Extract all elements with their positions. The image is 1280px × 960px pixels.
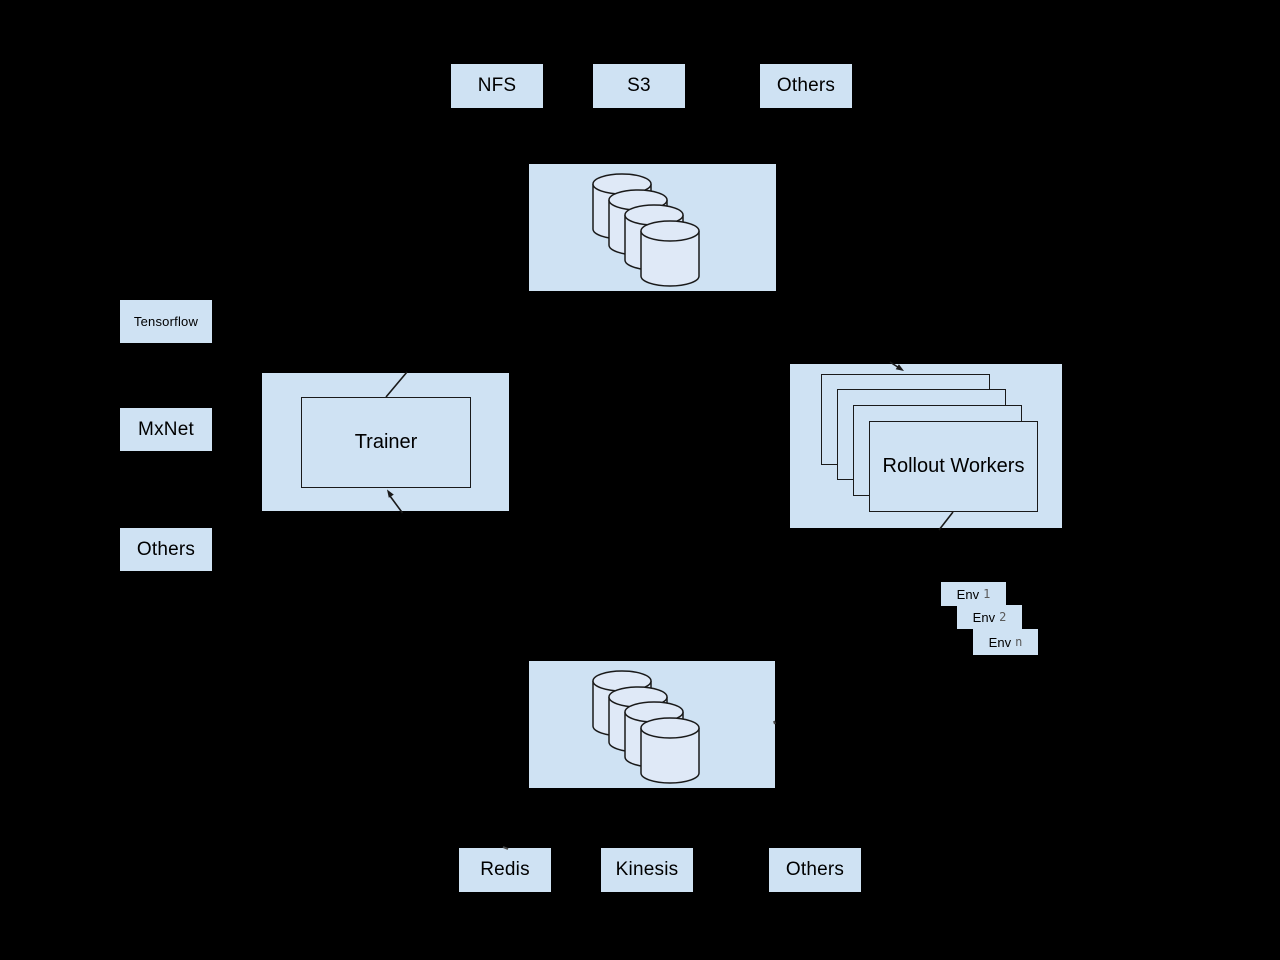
storage-box-nfs-label: NFS <box>477 75 517 96</box>
env-2-index: 2 <box>999 610 1007 624</box>
framework-box-mxnet: MxNet <box>120 408 212 451</box>
framework-tensorflow-label: Tensorflow <box>133 314 199 329</box>
model-store-panel <box>529 164 776 291</box>
env-n-label: Env <box>988 634 1012 650</box>
database-cluster-icon <box>592 670 700 784</box>
framework-others-label: Others <box>136 538 196 560</box>
storage-box-redis: Redis <box>459 848 551 892</box>
rollout-workers-box: Rollout Workers <box>869 421 1038 512</box>
storage-box-kinesis: Kinesis <box>601 848 693 892</box>
rollout-workers-label: Rollout Workers <box>882 455 1025 477</box>
storage-box-nfs: NFS <box>451 64 543 108</box>
framework-box-others: Others <box>120 528 212 571</box>
env-1-label: Env <box>956 586 980 602</box>
storage-box-others-bottom: Others <box>769 848 861 892</box>
trainer-label: Trainer <box>354 431 418 453</box>
storage-box-others-top: Others <box>760 64 852 108</box>
env-2-label: Env <box>972 609 996 625</box>
storage-box-kinesis-label: Kinesis <box>615 859 679 880</box>
database-cluster-icon <box>592 173 700 287</box>
storage-box-others-bottom-label: Others <box>785 859 845 880</box>
framework-box-tensorflow: Tensorflow <box>120 300 212 343</box>
framework-mxnet-label: MxNet <box>138 418 194 440</box>
storage-box-redis-label: Redis <box>480 859 530 880</box>
storage-box-s3-label: S3 <box>627 75 651 96</box>
storage-box-others-top-label: Others <box>776 75 836 96</box>
env-1-index: 1 <box>983 587 991 601</box>
experience-store-panel <box>529 661 775 788</box>
storage-box-s3: S3 <box>593 64 685 108</box>
rollout-workers-panel: Rollout Workers <box>790 364 1062 528</box>
trainer-box: Trainer <box>301 397 471 488</box>
env-n-index: n <box>1015 635 1023 649</box>
trainer-panel: Trainer <box>262 373 509 511</box>
